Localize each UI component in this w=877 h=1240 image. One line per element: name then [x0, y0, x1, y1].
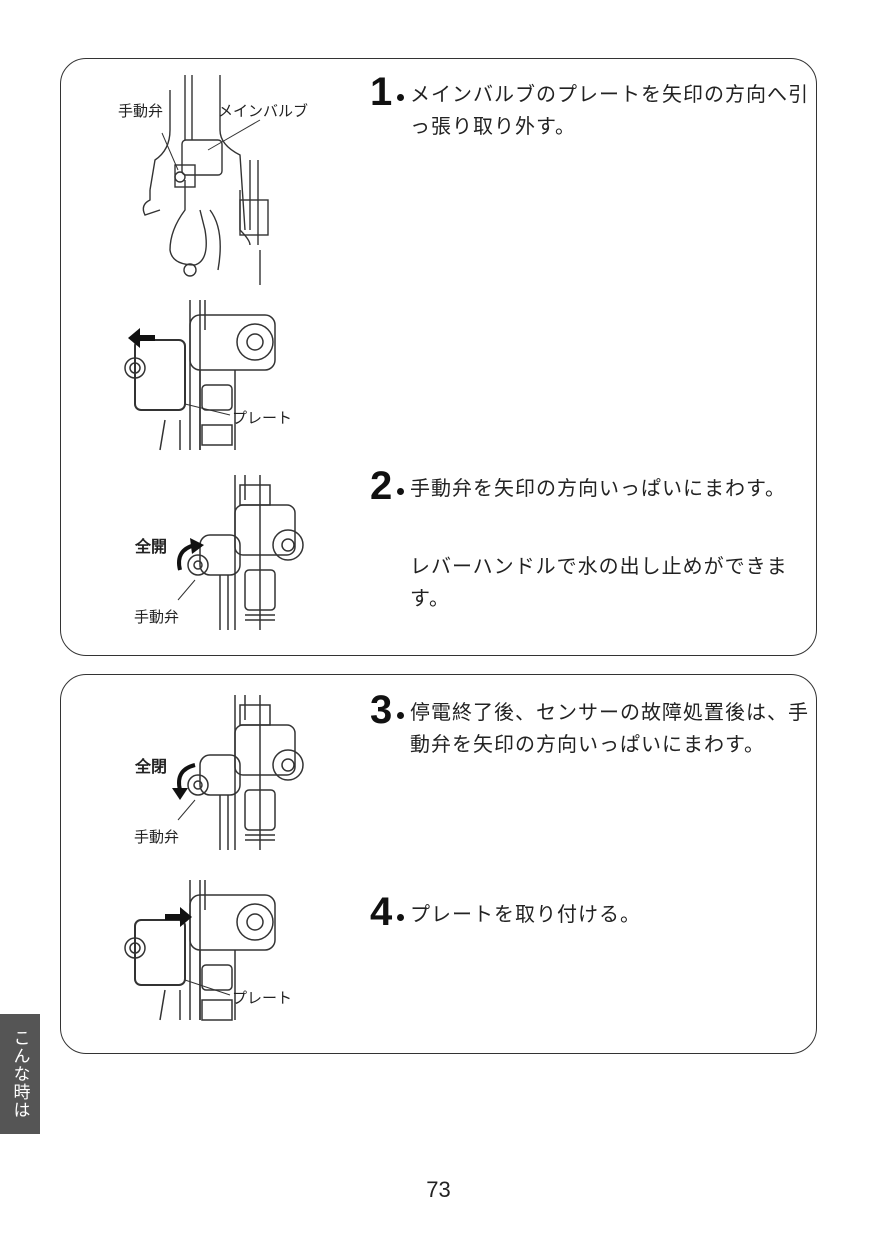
instruction-panel-a [60, 58, 817, 656]
label-fully-open: 全開 [135, 537, 168, 556]
figure-valve-closed [160, 690, 310, 850]
step-text-3: 停電終了後、センサーの故障処置後は、手動弁を矢印の方向いっぱいにまわす。 [410, 700, 809, 756]
page-number: 73 [426, 1177, 451, 1202]
step-text-1: メインバルブのプレートを矢印の方向へ引っ張り取り外す。 [410, 82, 809, 138]
figure-valve-open [160, 470, 310, 630]
step-note-2: レバーハンドルで水の出し止めができます。 [410, 554, 788, 610]
step-dot-icon [397, 94, 404, 101]
step-text-2: 手動弁を矢印の方向いっぱいにまわす。 [410, 476, 786, 500]
figure-plate-removal [110, 300, 310, 460]
label-main-valve: メインバルブ [218, 102, 309, 120]
step-number-3: 3 [370, 688, 393, 732]
step-number-2: 2 [370, 464, 393, 508]
section-side-tab[interactable]: こんな時は [0, 1014, 40, 1134]
step-number-1: 1 [370, 70, 393, 114]
figure-overview [100, 70, 340, 290]
step-dot-icon [397, 712, 404, 719]
step-number-4: 4 [370, 890, 393, 934]
figure-plate-attach [110, 880, 310, 1030]
label-manual-valve-2: 手動弁 [134, 608, 180, 626]
step-dot-icon [397, 488, 404, 495]
step-text-4: プレートを取り付ける。 [410, 902, 641, 926]
label-manual-valve-1: 手動弁 [118, 102, 164, 120]
step-dot-icon [397, 914, 404, 921]
label-manual-valve-3: 手動弁 [134, 828, 180, 846]
instruction-panel-b [60, 674, 817, 1054]
label-plate-1: プレート [232, 409, 293, 427]
label-plate-2: プレート [232, 989, 293, 1007]
label-fully-closed: 全閉 [135, 757, 168, 776]
